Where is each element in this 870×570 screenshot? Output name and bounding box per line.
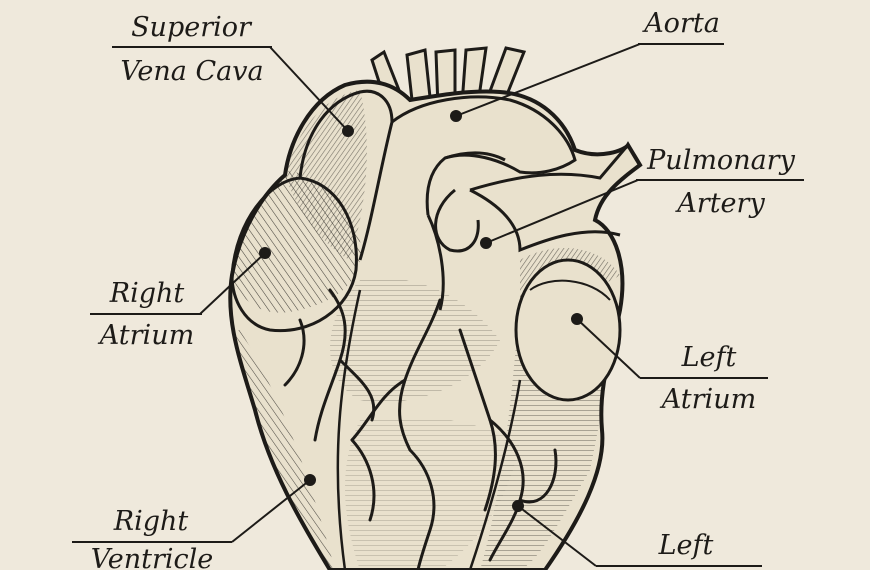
label-superior-vena-cava-line1: Superior — [131, 12, 251, 43]
label-rule-left-ventricle — [596, 565, 762, 567]
label-superior-vena-cava-line2: Vena Cava — [120, 56, 264, 87]
label-rule-right-ventricle — [72, 541, 232, 543]
label-rule-aorta — [638, 43, 724, 45]
label-right-ventricle-line2: Ventricle — [90, 544, 214, 570]
label-right-atrium-line2: Atrium — [99, 320, 195, 351]
label-pulmonary-artery-line1: Pulmonary — [647, 145, 795, 176]
label-left-atrium-line2: Atrium — [661, 384, 757, 415]
label-right-atrium-line1: Right — [109, 278, 185, 309]
label-aorta: Aorta — [644, 8, 720, 39]
label-rule-superior-vena-cava — [112, 46, 272, 48]
label-pulmonary-artery-line2: Artery — [677, 188, 765, 219]
coronary-vessels — [283, 288, 558, 570]
label-rule-right-atrium — [90, 313, 202, 315]
pointer-markers — [199, 43, 641, 567]
heart-body — [228, 79, 643, 570]
label-left-ventricle-line1: Left — [658, 530, 714, 561]
label-rule-pulmonary-artery — [636, 179, 804, 181]
label-right-ventricle-line1: Right — [113, 506, 189, 537]
label-left-atrium-line1: Left — [681, 342, 737, 373]
label-rule-left-atrium — [640, 377, 768, 379]
left-atrium-shape — [514, 258, 622, 402]
